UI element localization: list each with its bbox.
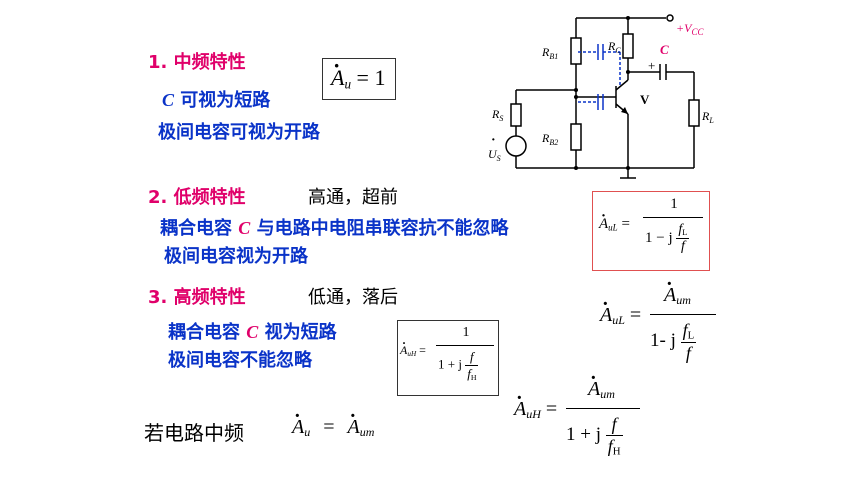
auh2-aum-sub: um [600,387,615,401]
c-symbol: C [238,218,251,238]
auh-plus-j: 1 + j [438,356,462,372]
aul2-sub: uL [612,313,625,327]
rc-label: RC [607,39,621,55]
auh2-f: f [605,414,623,436]
aul-numerator: 1 [670,196,678,212]
auh-fh-sub: H [470,372,477,382]
aul2-f: f [685,342,691,363]
section2-line1: 耦合电容 C 与电路中电阻串联容抗不能忽略 [160,214,509,240]
auh-symbol: A [400,343,407,357]
auh-eq: = [419,343,426,357]
section3-title: 3. 高频特性 [148,287,246,308]
section1-line2: 极间电容可视为开路 [158,122,320,143]
transistor-label: V [640,92,650,107]
section3-note: 低通，落后 [308,287,398,308]
section2-line2: 极间电容视为开路 [164,246,308,267]
bottom-label: 若电路中频 [144,421,244,445]
rs-label: RS [491,107,503,123]
aul-fl-sub: L [682,228,688,238]
section1-line1: C 可视为短路 [162,86,270,112]
capacitor-plus-label: + [648,58,655,73]
aul-fraction-bar [643,217,703,218]
au3-eq: = [323,416,335,438]
auh2-plus-j: 1 + j [566,424,601,446]
aul2-minus-j: 1- j [650,330,676,352]
section1-line1-text: 可视为短路 [174,90,271,111]
au-equals-one: = 1 [356,65,386,90]
rb1-label: RB1 [541,45,558,61]
section3-line1-a: 耦合电容 [168,322,247,343]
section1-title: 1. 中频特性 [148,52,246,73]
section2-note: 高通，超前 [308,187,398,208]
section2-title: 2. 低频特性 [148,187,246,208]
section3-line1: 耦合电容 C 视为短路 [168,318,337,344]
us-label: US [488,147,501,163]
amplifier-circuit-diagram: +VCC C + RB1 RC RS RB2 RL V US · [488,14,714,179]
section2-line1-a: 耦合电容 [160,218,239,239]
aul2-fraction-bar [650,314,716,315]
au-symbol: A [331,65,344,90]
auh2-symbol: A [514,398,526,420]
aul2-aum-sub: um [676,293,691,307]
au-equals-aum: Au = Aum [292,416,374,440]
aul2-symbol: A [600,304,612,326]
aul-symbol: A [599,216,608,232]
auh2-fh-sub: H [612,445,621,458]
us-dot: · [491,133,496,148]
aul-minus-j: 1 − j [645,229,673,246]
aul2-eq: = [629,304,642,326]
aul2-fl-sub: L [687,329,695,342]
auh2-aum: A [588,378,600,400]
section3-line2: 极间电容不能忽略 [168,350,312,371]
aul-f: f [680,239,685,254]
aum3-sub: um [359,425,375,439]
aum3-symbol: A [348,416,360,438]
auh-formula-box: AuH = 1 1 + j f fH [397,320,499,396]
auh-f: f [465,349,479,366]
aul-formula-box: AuL = 1 1 − j fL f [592,191,710,271]
auh-fraction-bar [436,345,494,346]
rb2-label: RB2 [541,131,558,147]
c-symbol: C [246,322,259,342]
aul2-aum: A [664,284,676,306]
auh-sub: uH [407,349,417,358]
c-symbol: C [162,90,175,110]
aul2-fl: f [682,320,688,340]
auh-numerator: 1 [462,325,470,340]
au3-sub: u [304,425,311,439]
aul-eq: = [621,216,630,232]
auh-aum-formula: AuH = Aum 1 + j f fH [514,378,644,474]
auh2-fraction-bar [566,408,640,409]
au-sub: u [344,76,352,92]
rl-label: RL [701,109,714,125]
aul-fl: f [678,222,683,237]
auh-fh: f [467,366,471,381]
section2-line1-b: 与电路中电阻串联容抗不能忽略 [250,218,509,239]
aul-sub: uL [608,222,618,233]
output-capacitor-label: C [660,42,669,57]
auh2-sub: uH [526,407,541,421]
auh2-eq: = [545,398,558,420]
vcc-label: +VCC [676,21,704,37]
au-equals-one-formula: Au = 1 [322,58,396,100]
au3-symbol: A [292,416,304,438]
auh2-fh: f [607,436,613,456]
aul-aum-formula: AuL = Aum 1- j fL f [600,284,720,376]
section3-line1-b: 视为短路 [258,322,337,343]
